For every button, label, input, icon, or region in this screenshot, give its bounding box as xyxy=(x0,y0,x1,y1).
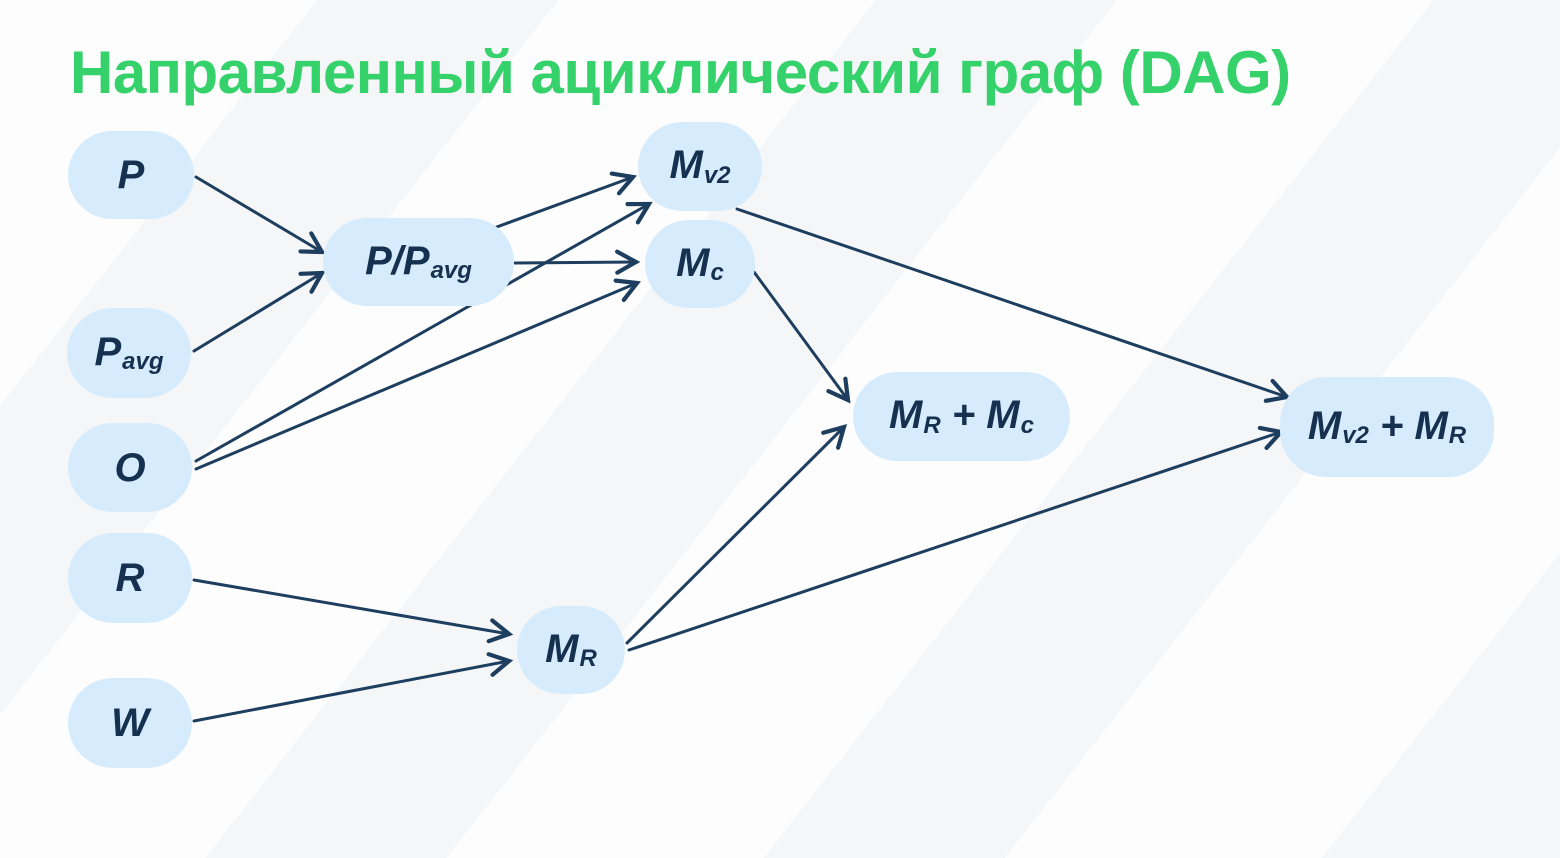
node-mv2_mr: Mv2 + MR xyxy=(1280,377,1494,477)
edge-p-to-ppavg xyxy=(194,175,326,255)
node-mv2: Mv2 xyxy=(638,122,762,211)
node-label: Mv2 + MR xyxy=(1307,403,1467,450)
edge-mr-to-mv2_mr xyxy=(627,425,1286,652)
node-label: P xyxy=(117,153,145,197)
edge-o-to-mc xyxy=(194,278,641,471)
node-label: Mc xyxy=(676,240,724,287)
node-label: MR xyxy=(545,626,597,673)
edge-mc-to-mr_mc xyxy=(752,270,851,404)
edge-mr-to-mr_mc xyxy=(625,423,848,645)
node-label: Pavg xyxy=(94,329,164,376)
node-label: W xyxy=(111,701,149,745)
node-mc: Mc xyxy=(645,220,755,308)
node-o: O xyxy=(68,423,192,512)
page-title: Направленный ациклический граф (DAG) xyxy=(70,39,1291,106)
node-w: W xyxy=(68,678,192,768)
edge-mv2-to-mv2_mr xyxy=(735,207,1292,403)
node-p: P xyxy=(68,131,194,219)
node-mr_mc: MR + Mc xyxy=(853,372,1070,461)
node-label: O xyxy=(114,445,146,490)
edge-ppavg-to-mv2 xyxy=(492,171,638,230)
node-label: P/Pavg xyxy=(365,238,472,285)
node-r: R xyxy=(68,533,192,623)
node-pavg: Pavg xyxy=(67,308,191,398)
node-ppavg: P/Pavg xyxy=(323,218,514,306)
node-label: R xyxy=(115,556,145,600)
node-label: MR + Mc xyxy=(889,393,1034,439)
node-mr: MR xyxy=(517,606,625,694)
edge-r-to-mr xyxy=(192,578,514,644)
edge-w-to-mr xyxy=(192,652,514,723)
edge-ppavg-to-mc xyxy=(513,249,641,275)
node-label: Mv2 xyxy=(669,143,731,189)
edge-pavg-to-ppavg xyxy=(192,270,326,353)
